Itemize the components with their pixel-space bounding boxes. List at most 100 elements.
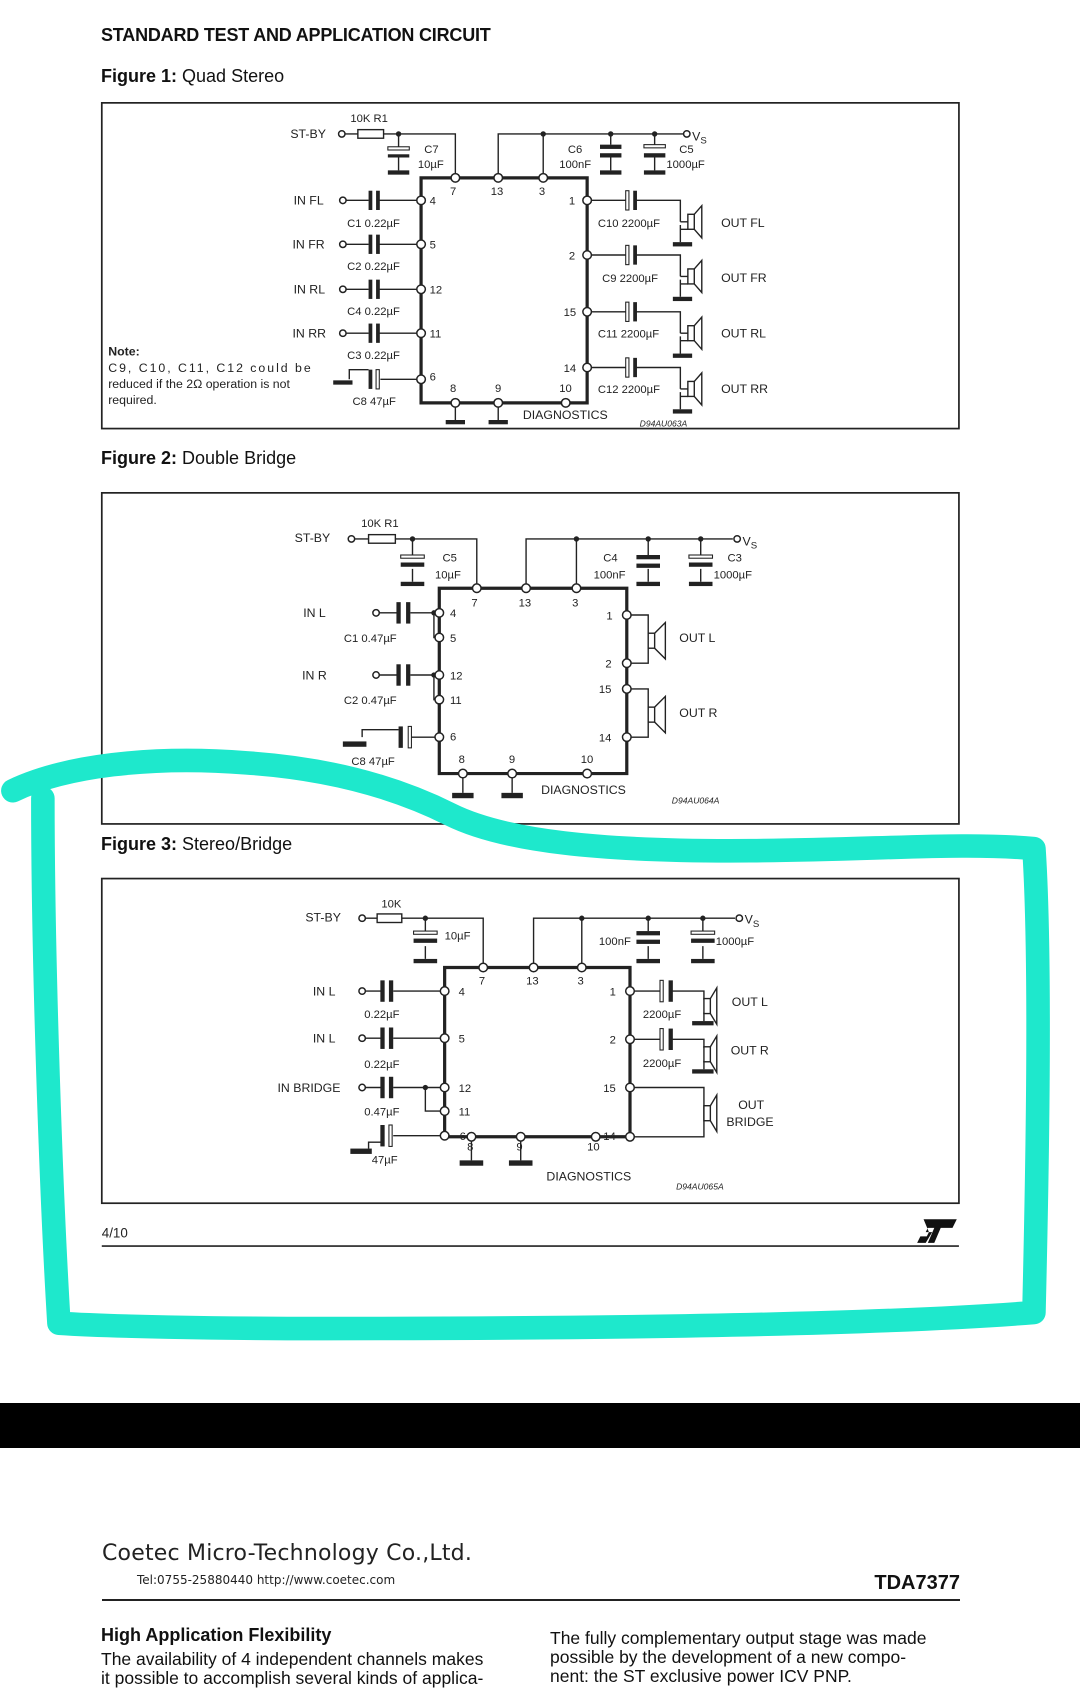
figure-3-diagnostics: DIAGNOSTICS bbox=[546, 1170, 631, 1184]
figure-1-c6-label: C6 bbox=[568, 144, 582, 156]
figure-3-input-l1: IN L 4 0.22µF bbox=[313, 980, 465, 1021]
svg-text:15: 15 bbox=[564, 307, 577, 319]
svg-text:0.22µF: 0.22µF bbox=[364, 1059, 399, 1071]
figure-1-resistor-r1 bbox=[357, 128, 385, 139]
figure-1-pin-13: 13 bbox=[491, 186, 504, 198]
st-logo bbox=[917, 1219, 957, 1243]
figure-2-stby-label: ST-BY bbox=[295, 531, 331, 545]
figure-1-caption: Figure 1: Quad Stereo bbox=[101, 66, 284, 87]
figure-1-output-fl: 1 C10 2200µF OUT FL bbox=[569, 190, 765, 247]
figure-3-output-l: 1 2200µF OUT L bbox=[610, 979, 768, 1027]
figure-1-drawing-code: D94AU063A bbox=[640, 418, 688, 428]
svg-text:reduced if the 2Ω operation is: reduced if the 2Ω operation is not bbox=[108, 377, 290, 391]
svg-text:C10 2200µF: C10 2200µF bbox=[598, 218, 660, 230]
svg-text:IN RL: IN RL bbox=[294, 283, 326, 297]
figure-3-pin-10: 10 bbox=[587, 1142, 600, 1154]
svg-text:C2 0.47µF: C2 0.47µF bbox=[344, 695, 397, 707]
svg-text:15: 15 bbox=[603, 1083, 616, 1095]
figure-1-svr-cap: 6 C8 47µF bbox=[333, 368, 436, 408]
right-paragraph-line: possible by the development of a new com… bbox=[550, 1647, 907, 1667]
figure-1-vs-terminal bbox=[682, 129, 691, 138]
svg-text:11: 11 bbox=[459, 1106, 471, 1118]
figure-2-c4-label: C4 bbox=[603, 552, 617, 564]
svg-text:IN FL: IN FL bbox=[294, 194, 324, 208]
figure-2-c3-label: C3 bbox=[728, 552, 742, 564]
figure-1-diagnostics: DIAGNOSTICS bbox=[523, 408, 608, 422]
svg-text:14: 14 bbox=[564, 363, 577, 375]
svg-text:0.47µF: 0.47µF bbox=[364, 1106, 399, 1118]
figure-2-pin-10: 10 bbox=[581, 754, 594, 766]
svg-text:IN L: IN L bbox=[313, 1032, 336, 1046]
figure-1-pin-10: 10 bbox=[559, 383, 572, 395]
svg-text:2: 2 bbox=[605, 659, 611, 671]
figure-1-input-rl: IN RL 12 C4 0.22µF bbox=[294, 279, 443, 318]
figure-2-pin-8: 8 bbox=[459, 754, 465, 766]
svg-text:2200µF: 2200µF bbox=[643, 1009, 682, 1021]
section-title: STANDARD TEST AND APPLICATION CIRCUIT bbox=[101, 25, 491, 45]
figure-1-c7-capacitor bbox=[387, 146, 410, 151]
svg-text:C9, C10, C11, C12 could be: C9, C10, C11, C12 could be bbox=[108, 361, 311, 375]
figure-3-prefix: Figure 3: bbox=[101, 834, 178, 854]
figure-3-drawing-code: D94AU065A bbox=[676, 1181, 724, 1191]
figure-1-c6-capacitor bbox=[600, 144, 622, 149]
figure-3-stby-label: ST-BY bbox=[305, 910, 341, 924]
figure-3-caption: Figure 3: Stereo/Bridge bbox=[101, 834, 292, 855]
highlight-annotation bbox=[1, 748, 1050, 1341]
figure-3-ic-body bbox=[443, 965, 632, 1139]
header-rule bbox=[102, 1599, 960, 1601]
svg-text:1: 1 bbox=[606, 610, 612, 622]
figure-2-output-l: 12 OUT L bbox=[605, 609, 715, 671]
svg-text:C8 47µF: C8 47µF bbox=[353, 396, 397, 408]
svg-text:IN R: IN R bbox=[302, 668, 327, 682]
figure-2-pin-7: 7 bbox=[471, 597, 477, 609]
svg-text:C11 2200µF: C11 2200µF bbox=[598, 329, 659, 341]
page-separator-bar bbox=[0, 1403, 1080, 1448]
svg-text:14: 14 bbox=[603, 1131, 616, 1143]
figure-2-vs-label: VS bbox=[743, 534, 758, 551]
svg-text:C2 0.22µF: C2 0.22µF bbox=[347, 261, 400, 273]
svg-text:C1 0.22µF: C1 0.22µF bbox=[347, 218, 400, 230]
svg-text:C4 0.22µF: C4 0.22µF bbox=[347, 306, 400, 318]
right-paragraph: The fully complementary output stage was… bbox=[550, 1629, 962, 1686]
svg-text:IN L: IN L bbox=[313, 984, 336, 998]
figure-2-title: Double Bridge bbox=[182, 448, 297, 468]
svg-text:5: 5 bbox=[450, 633, 456, 645]
svg-text:C1 0.47µF: C1 0.47µF bbox=[344, 633, 397, 645]
figure-2-diagnostics: DIAGNOSTICS bbox=[541, 783, 626, 797]
svg-text:OUT RL: OUT RL bbox=[721, 327, 766, 341]
figure-1-r1-label: 10K R1 bbox=[350, 113, 388, 125]
figure-1-input-rr: IN RR 11 C3 0.22µF bbox=[293, 323, 441, 362]
figure-2-diagram: ST-BY 10K R1 C5 10µF VS C4 100nF C3 1000… bbox=[100, 492, 960, 825]
figure-3-diagram: ST-BY 10K 10µF VS 100nF 1000µF 7 13 3 IN… bbox=[100, 877, 960, 1205]
figure-1-input-fr: IN FR 5 C2 0.22µF bbox=[293, 234, 436, 273]
svg-text:C8 47µF: C8 47µF bbox=[351, 756, 395, 768]
figure-1-c7-label: C7 bbox=[424, 144, 438, 156]
figure-2-pin-3: 3 bbox=[572, 597, 578, 609]
right-paragraph-line: The fully complementary output stage was… bbox=[550, 1628, 927, 1648]
svg-text:required.: required. bbox=[108, 393, 157, 407]
svg-text:2: 2 bbox=[610, 1035, 616, 1047]
figure-3-output-r: 2 2200µF OUT R bbox=[610, 1028, 769, 1076]
svg-text:6: 6 bbox=[450, 731, 456, 743]
figure-2-ic-body bbox=[437, 586, 629, 776]
svg-text:IN FR: IN FR bbox=[293, 238, 325, 252]
svg-text:0.22µF: 0.22µF bbox=[364, 1009, 399, 1021]
svg-text:OUT L: OUT L bbox=[732, 995, 768, 1009]
svg-text:6: 6 bbox=[430, 371, 436, 383]
svg-text:47µF: 47µF bbox=[372, 1155, 398, 1167]
svg-text:14: 14 bbox=[599, 732, 612, 744]
svg-text:12: 12 bbox=[459, 1083, 472, 1095]
figure-3-frame bbox=[100, 877, 960, 1205]
left-paragraph-line: it possible to accomplish several kinds … bbox=[101, 1668, 484, 1688]
figure-1-input-fl: IN FL 4 C1 0.22µF bbox=[294, 190, 436, 230]
left-paragraph: The availability of 4 independent channe… bbox=[101, 1650, 521, 1688]
svg-text:12: 12 bbox=[430, 285, 443, 297]
figure-2-frame bbox=[100, 492, 960, 825]
figure-2-r1-label: 10K R1 bbox=[361, 518, 399, 530]
figure-1-output-fr: 2 C9 2200µF OUT FR bbox=[569, 244, 767, 302]
svg-text:5: 5 bbox=[430, 240, 436, 252]
figure-1-frame bbox=[100, 102, 960, 430]
svg-text:5: 5 bbox=[459, 1034, 465, 1046]
